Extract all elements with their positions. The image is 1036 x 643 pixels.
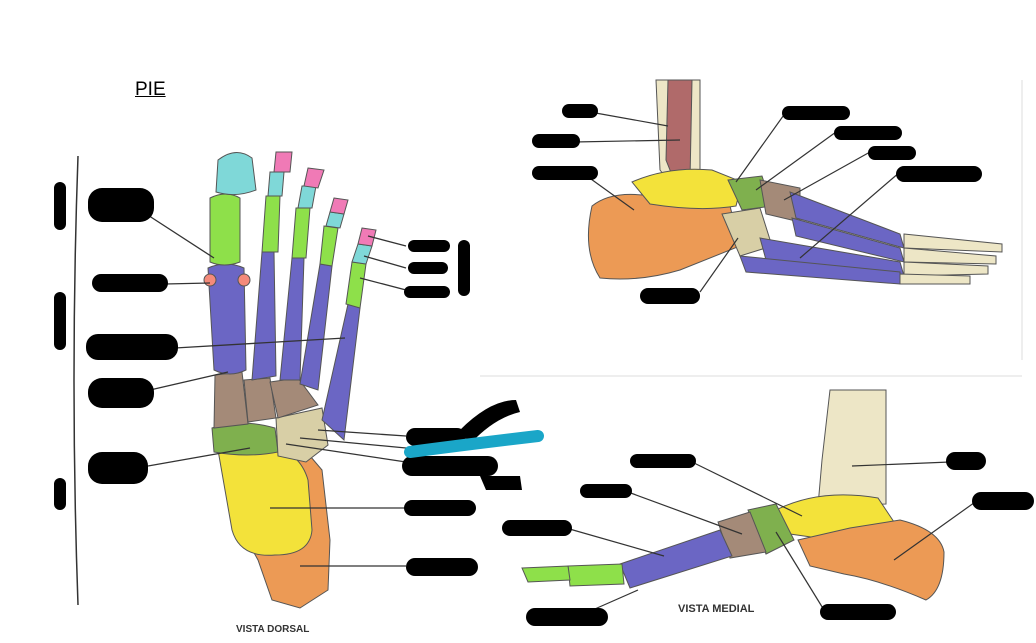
calcaneus-bone [797, 519, 945, 601]
brace-mark [54, 292, 66, 350]
label-blank [580, 484, 632, 498]
metatarsal-4-bone [299, 263, 333, 391]
label-blank [562, 104, 598, 118]
label-blank [88, 188, 154, 222]
dorsal-view-caption: VISTA DORSAL [236, 624, 309, 635]
toe4-proximal-phalanx [319, 225, 339, 267]
phalanx-bone [903, 247, 997, 265]
label-blank [896, 166, 982, 182]
proximal-phalanx-bone [567, 563, 625, 587]
lateral-leader-lines [573, 111, 901, 293]
distal-phalanx-bone [521, 565, 571, 583]
label-blank [402, 456, 498, 476]
brace-mark [54, 478, 66, 510]
label-blank [532, 166, 598, 180]
label-blank [834, 126, 902, 140]
phalanx-bone [903, 233, 1003, 253]
label-blank [502, 520, 572, 536]
label-blank [480, 476, 522, 490]
metatarsal-5-bone [321, 303, 361, 442]
talus-bone [631, 168, 743, 210]
lateral-view [532, 79, 1003, 304]
metatarsal-bone [619, 529, 733, 589]
label-blank [820, 604, 896, 620]
dorsal-leader-lines [139, 209, 407, 567]
toe2-distal-phalanx [273, 151, 293, 173]
label-blank [406, 558, 478, 576]
navicular-bone [211, 422, 279, 456]
brace-mark [458, 240, 470, 296]
hallux-proximal-phalanx [209, 193, 241, 266]
label-blank [88, 452, 148, 484]
toe2-proximal-phalanx [261, 195, 281, 253]
brace-icon [73, 155, 79, 606]
toe2-middle-phalanx [267, 171, 285, 197]
medial-label-blanks [502, 452, 1034, 626]
phalanx-bone [899, 273, 971, 285]
label-blank [868, 146, 916, 160]
brace-mark [54, 182, 66, 230]
metatarsal-2-bone [251, 251, 277, 381]
label-blank [86, 334, 178, 360]
toe4-distal-phalanx [329, 197, 349, 215]
toe3-proximal-phalanx [291, 207, 311, 259]
phalanx-bone [903, 261, 989, 277]
label-blank [782, 106, 850, 120]
label-blank [408, 240, 450, 252]
metatarsal-3-bone [279, 257, 305, 381]
toe3-middle-phalanx [297, 185, 317, 209]
sesamoid-bone [237, 273, 251, 287]
toe4-middle-phalanx [325, 211, 345, 229]
label-blank [92, 274, 168, 292]
toe5-proximal-phalanx [345, 261, 367, 309]
label-blank [946, 452, 986, 470]
medial-view-caption: VISTA MEDIAL [678, 603, 755, 615]
toe3-distal-phalanx [303, 167, 325, 189]
label-blank [404, 500, 476, 516]
tibia-bone [817, 389, 887, 507]
label-blank [404, 286, 450, 298]
medial-view: VISTA MEDIAL [502, 389, 1034, 626]
dorsal-view: VISTA DORSAL [54, 151, 544, 635]
label-blank [972, 492, 1034, 510]
medial-cuneiform-bone [213, 371, 249, 429]
dorsal-label-blanks-right [402, 240, 522, 576]
label-blank [408, 262, 448, 274]
lateral-label-blanks [532, 104, 982, 304]
label-blank [640, 288, 700, 304]
label-blank [88, 378, 154, 408]
highlight-stroke [404, 430, 544, 458]
label-blank [630, 454, 696, 468]
toe5-middle-phalanx [351, 243, 373, 265]
page-title: PIE [135, 79, 166, 100]
calcaneus-bone [587, 193, 741, 280]
lateral-phalanges [899, 233, 1003, 285]
label-blank [460, 400, 520, 444]
sesamoid-bone [203, 273, 217, 287]
hallux-distal-phalanx [215, 152, 257, 196]
label-blank [532, 134, 580, 148]
dorsal-label-blanks-left [54, 182, 178, 510]
label-blank [526, 608, 608, 626]
toe5-distal-phalanx [357, 227, 377, 247]
